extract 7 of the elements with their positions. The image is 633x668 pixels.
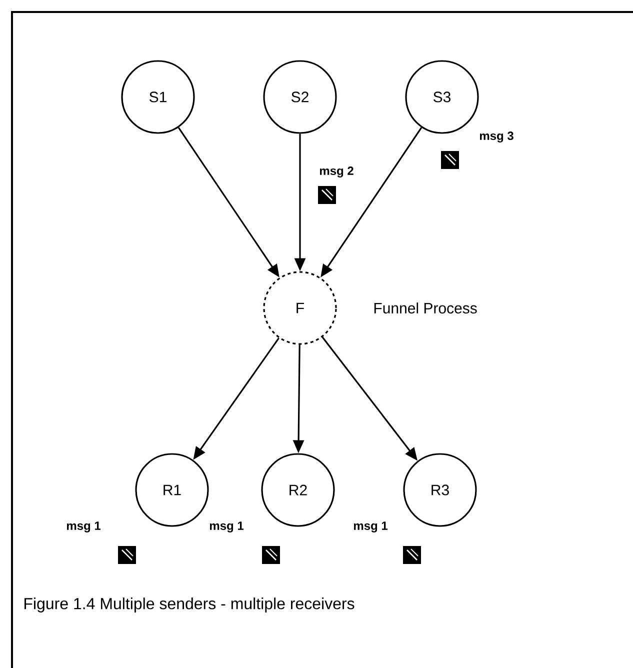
message-label: msg 2 [320, 166, 354, 178]
message-label: msg 1 [354, 522, 388, 532]
message-label: msg 1 [210, 522, 244, 532]
message-label: msg 3 [480, 132, 514, 142]
message-label: msg 1 [66, 522, 101, 532]
caption: Figure 1.4 Multiple senders - multiple receivers [24, 598, 354, 612]
node-caption: Funnel Process [374, 302, 477, 314]
